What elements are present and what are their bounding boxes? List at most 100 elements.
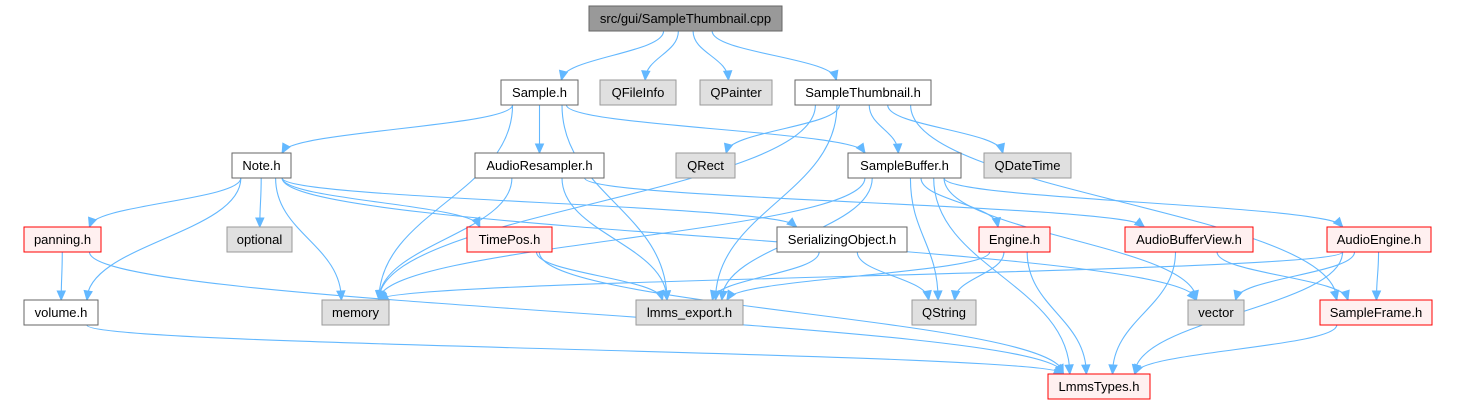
node-label: SampleBuffer.h bbox=[860, 158, 949, 173]
edge-arrowhead bbox=[1371, 290, 1382, 302]
edge-line bbox=[565, 104, 866, 154]
edge-audiobufferview_h-to-lmmstypes_h bbox=[1108, 251, 1177, 376]
edge-arrowhead bbox=[1054, 363, 1064, 376]
node-qpainter: QPainter bbox=[699, 79, 773, 106]
node-serializingobject-h[interactable]: SerializingObject.h bbox=[776, 226, 908, 253]
edge-line bbox=[281, 104, 514, 154]
edge-serializingobject_h-to-lmms_export_h bbox=[710, 251, 820, 302]
edge-audioresampler_h-to-audiobufferview_h bbox=[584, 177, 1146, 228]
edge-arrowhead bbox=[1064, 364, 1074, 376]
edge-root-to-qfileinfo bbox=[641, 30, 679, 82]
edge-sample_h-to-samplebuffer_h bbox=[565, 104, 866, 155]
edge-arrowhead bbox=[56, 290, 67, 302]
edge-line bbox=[88, 251, 1064, 375]
edge-root-to-samplethumbnail_h bbox=[711, 30, 839, 82]
node-engine-h[interactable]: Engine.h bbox=[978, 226, 1051, 253]
edge-arrowhead bbox=[534, 143, 545, 155]
edge-arrowhead bbox=[726, 289, 736, 302]
node-label: QDateTime bbox=[995, 158, 1061, 173]
edges-layer bbox=[56, 30, 1382, 376]
node-vector: vector bbox=[1187, 299, 1245, 326]
edge-arrowhead bbox=[933, 290, 943, 302]
node-note-h[interactable]: Note.h bbox=[231, 152, 292, 179]
edge-arrowhead bbox=[641, 70, 651, 82]
edge-line bbox=[714, 104, 838, 301]
edge-arrowhead bbox=[892, 143, 903, 155]
edge-samplebuffer_h-to-vector bbox=[943, 177, 1199, 302]
edge-arrowhead bbox=[723, 142, 734, 155]
node-timepos-h[interactable]: TimePos.h bbox=[466, 226, 553, 253]
edge-samplebuffer_h-to-qstring bbox=[909, 177, 943, 302]
nodes-layer: src/gui/SampleThumbnail.cpp Sample.h QFi… bbox=[23, 5, 1433, 400]
node-label: QString bbox=[922, 305, 966, 320]
edge-line bbox=[378, 251, 1344, 301]
edge-arrowhead bbox=[88, 216, 98, 229]
edge-samplebuffer_h-to-lmmstypes_h bbox=[933, 177, 1074, 376]
node-panning-h[interactable]: panning.h bbox=[23, 226, 102, 253]
edge-samplethumbnail_h-to-samplebuffer_h bbox=[868, 104, 903, 155]
edge-arrowhead bbox=[922, 289, 932, 302]
edge-arrowhead bbox=[718, 289, 728, 302]
edge-arrowhead bbox=[950, 290, 961, 302]
edge-arrowhead bbox=[995, 142, 1005, 155]
edge-audiobufferview_h-to-sampleframe_h bbox=[1216, 251, 1350, 302]
edge-line bbox=[725, 104, 840, 154]
node-label: QPainter bbox=[710, 85, 762, 100]
edge-line bbox=[644, 30, 679, 81]
node-label: LmmsTypes.h bbox=[1059, 379, 1140, 394]
edge-arrowhead bbox=[1081, 364, 1091, 376]
edge-arrowhead bbox=[829, 69, 839, 82]
node-audioresampler-h[interactable]: AudioResampler.h bbox=[474, 152, 605, 179]
node-lmmstypes-h[interactable]: LmmsTypes.h bbox=[1047, 373, 1151, 400]
edge-note_h-to-volume_h bbox=[83, 177, 242, 302]
edge-line bbox=[378, 177, 513, 301]
edge-samplethumbnail_h-to-sampleframe_h bbox=[910, 104, 1340, 302]
edge-arrowhead bbox=[281, 142, 291, 155]
edge-arrowhead bbox=[1329, 289, 1340, 302]
edge-samplebuffer_h-to-engine_h bbox=[920, 177, 1002, 229]
node-memory: memory bbox=[321, 299, 390, 326]
edge-root-to-sample_h bbox=[558, 30, 665, 82]
edge-engine_h-to-lmmstypes_h bbox=[1026, 251, 1091, 376]
edge-line bbox=[86, 324, 1064, 375]
edge-sampleframe_h-to-lmmstypes_h bbox=[1134, 324, 1338, 376]
node-audiobufferview-h[interactable]: AudioBufferView.h bbox=[1124, 226, 1254, 253]
edge-note_h-to-timepos_h bbox=[281, 177, 481, 229]
edge-samplethumbnail_h-to-memory bbox=[376, 104, 816, 302]
node-qdatetime: QDateTime bbox=[983, 152, 1072, 179]
node-sampleframe-h[interactable]: SampleFrame.h bbox=[1319, 299, 1433, 326]
node-sample-h[interactable]: Sample.h bbox=[500, 79, 579, 106]
edge-sample_h-to-memory bbox=[374, 104, 514, 302]
edge-audioengine_h-to-vector bbox=[1233, 251, 1356, 302]
edge-note_h-to-serializingobject_h bbox=[281, 177, 798, 228]
node-label: volume.h bbox=[35, 305, 88, 320]
edge-sample_h-to-note_h bbox=[281, 104, 514, 155]
edge-arrowhead bbox=[83, 289, 93, 302]
node-label: AudioBufferView.h bbox=[1136, 232, 1242, 247]
node-label: panning.h bbox=[34, 232, 91, 247]
edge-samplethumbnail_h-to-qdatetime bbox=[887, 104, 1005, 155]
node-lmms-export-h: lmms_export.h bbox=[635, 299, 744, 326]
node-audioengine-h[interactable]: AudioEngine.h bbox=[1326, 226, 1432, 253]
edge-line bbox=[86, 177, 242, 301]
edge-sample_h-to-lmms_export_h bbox=[561, 104, 672, 302]
edge-line bbox=[538, 251, 1064, 375]
edge-panning_h-to-volume_h bbox=[56, 251, 67, 302]
edge-arrowhead bbox=[1189, 289, 1199, 302]
edge-line bbox=[561, 104, 668, 301]
node-label: Engine.h bbox=[989, 232, 1040, 247]
node-label: AudioResampler.h bbox=[486, 158, 592, 173]
node-label: QFileInfo bbox=[612, 85, 665, 100]
edge-audioengine_h-to-sampleframe_h bbox=[1371, 251, 1382, 302]
node-samplebuffer-h[interactable]: SampleBuffer.h bbox=[847, 152, 962, 179]
edge-samplethumbnail_h-to-qrect bbox=[723, 104, 840, 155]
node-label: SampleThumbnail.h bbox=[805, 85, 921, 100]
node-volume-h[interactable]: volume.h bbox=[23, 299, 99, 326]
node-samplethumbnail-h[interactable]: SampleThumbnail.h bbox=[794, 79, 932, 106]
edge-samplebuffer_h-to-audioengine_h bbox=[943, 177, 1344, 228]
edge-line bbox=[943, 177, 1344, 228]
edge-root-to-qpainter bbox=[692, 30, 733, 82]
node-label: SampleFrame.h bbox=[1330, 305, 1422, 320]
edge-arrowhead bbox=[255, 217, 265, 229]
node-root-file[interactable]: src/gui/SampleThumbnail.cpp bbox=[588, 5, 783, 32]
